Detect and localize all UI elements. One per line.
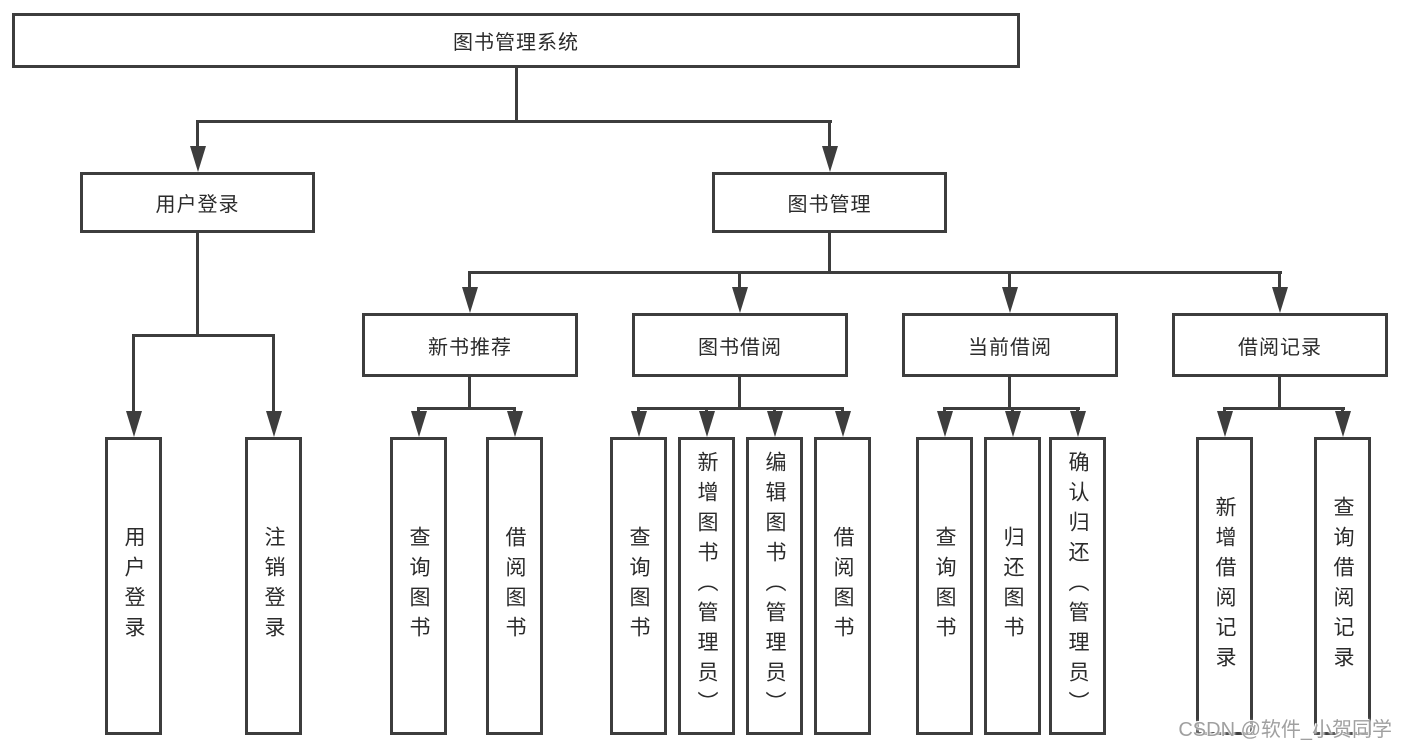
leaf-borrow-add-books-admin: 新增图书（管理员） xyxy=(678,437,735,735)
node-current-borrow-label: 当前借阅 xyxy=(968,336,1052,359)
connector-line xyxy=(1223,407,1345,410)
leaf-current-confirm-return-admin: 确认归还（管理员） xyxy=(1049,437,1106,735)
arrow-down-icon xyxy=(834,407,851,437)
node-book-borrow: 图书借阅 xyxy=(632,313,848,377)
arrow-down-icon xyxy=(410,407,427,437)
leaf-records-query-record-label: 查询借阅记录 xyxy=(1331,496,1354,676)
arrow-down-icon xyxy=(698,407,715,437)
node-user-login: 用户登录 xyxy=(80,172,315,233)
leaf-logout-label: 注销登录 xyxy=(262,526,285,646)
arrow-down-icon xyxy=(1216,407,1233,437)
arrow-down-icon xyxy=(936,407,953,437)
leaf-logout: 注销登录 xyxy=(245,437,302,735)
node-user-login-label: 用户登录 xyxy=(155,194,240,216)
leaf-recommend-borrow-books: 借阅图书 xyxy=(486,437,543,735)
leaf-current-return-books-label: 归还图书 xyxy=(1001,526,1024,646)
arrow-down-icon xyxy=(1271,271,1288,313)
node-borrow-records-label: 借阅记录 xyxy=(1238,336,1322,359)
leaf-user-login: 用户登录 xyxy=(105,437,162,735)
leaf-current-query-books: 查询图书 xyxy=(916,437,973,735)
node-new-book-recommend: 新书推荐 xyxy=(362,313,578,377)
leaf-borrow-query-books-label: 查询图书 xyxy=(627,526,650,646)
leaf-borrow-edit-books-admin: 编辑图书（管理员） xyxy=(746,437,803,735)
connector-line xyxy=(1278,377,1281,409)
leaf-user-login-label: 用户登录 xyxy=(122,526,145,646)
leaf-current-query-books-label: 查询图书 xyxy=(933,526,956,646)
node-library-system-label: 图书管理系统 xyxy=(453,32,579,54)
connector-line xyxy=(468,271,1282,274)
connector-line xyxy=(196,233,199,336)
connector-line xyxy=(828,233,831,273)
arrow-down-icon xyxy=(630,407,647,437)
leaf-recommend-borrow-books-label: 借阅图书 xyxy=(503,526,526,646)
node-book-borrow-label: 图书借阅 xyxy=(698,336,782,359)
connector-line xyxy=(738,377,741,409)
node-current-borrow: 当前借阅 xyxy=(902,313,1118,377)
leaf-records-add-record: 新增借阅记录 xyxy=(1196,437,1253,735)
arrow-down-icon xyxy=(1001,271,1018,313)
arrow-down-icon xyxy=(189,120,206,172)
leaf-records-add-record-label: 新增借阅记录 xyxy=(1213,496,1236,676)
arrow-down-icon xyxy=(1069,407,1086,437)
leaf-current-confirm-return-admin-label: 确认归还（管理员） xyxy=(1066,451,1089,721)
node-library-system: 图书管理系统 xyxy=(12,13,1020,68)
leaf-borrow-borrow-books-label: 借阅图书 xyxy=(831,526,854,646)
connector-line xyxy=(637,407,844,410)
arrow-down-icon xyxy=(1334,407,1351,437)
watermark: CSDN @软件_小贺同学 xyxy=(1178,719,1392,741)
arrow-down-icon xyxy=(731,271,748,313)
arrow-down-icon xyxy=(766,407,783,437)
node-book-management-label: 图书管理 xyxy=(787,194,872,216)
arrow-down-icon xyxy=(506,407,523,437)
node-new-book-recommend-label: 新书推荐 xyxy=(428,336,512,359)
connector-line xyxy=(1008,377,1011,409)
leaf-borrow-add-books-admin-label: 新增图书（管理员） xyxy=(695,451,718,721)
connector-line xyxy=(417,407,516,410)
leaf-current-return-books: 归还图书 xyxy=(984,437,1041,735)
leaf-borrow-query-books: 查询图书 xyxy=(610,437,667,735)
leaf-borrow-borrow-books: 借阅图书 xyxy=(814,437,871,735)
arrow-down-icon xyxy=(265,334,282,437)
connector-line xyxy=(196,120,832,123)
arrow-down-icon xyxy=(461,271,478,313)
leaf-recommend-query-books-label: 查询图书 xyxy=(407,526,430,646)
arrow-down-icon xyxy=(1004,407,1021,437)
leaf-borrow-edit-books-admin-label: 编辑图书（管理员） xyxy=(763,451,786,721)
connector-line xyxy=(132,334,275,337)
node-book-management: 图书管理 xyxy=(712,172,947,233)
connector-line xyxy=(468,377,471,409)
arrow-down-icon xyxy=(821,120,838,172)
leaf-records-query-record: 查询借阅记录 xyxy=(1314,437,1371,735)
connector-line xyxy=(515,68,518,122)
leaf-recommend-query-books: 查询图书 xyxy=(390,437,447,735)
arrow-down-icon xyxy=(125,334,142,437)
node-borrow-records: 借阅记录 xyxy=(1172,313,1388,377)
